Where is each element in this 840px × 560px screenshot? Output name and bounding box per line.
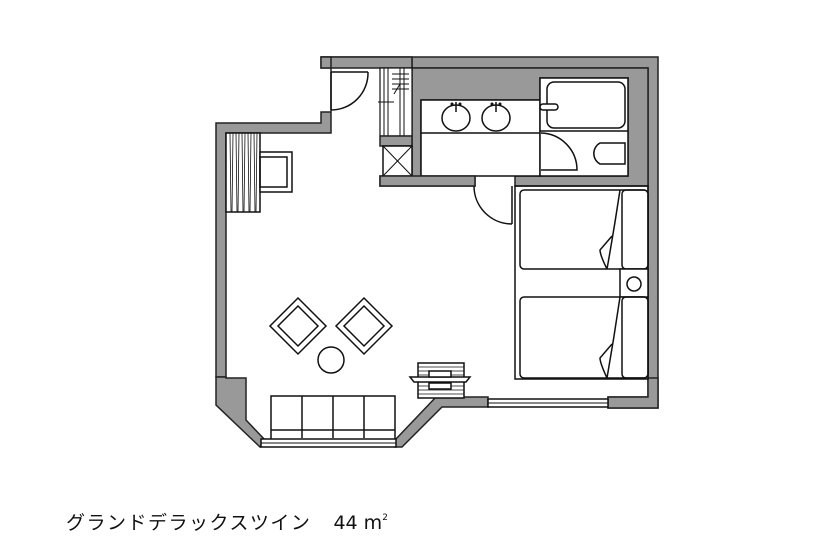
area-value: 44 [333, 512, 358, 534]
window-bottom [260, 438, 397, 448]
window-right-bottom [487, 398, 609, 408]
room-name: グランドデラックスツイン [66, 512, 312, 534]
toilet [593, 142, 626, 165]
vanity-double-sink [421, 102, 540, 134]
desk [225, 132, 261, 213]
nightstand-lamp [619, 268, 649, 298]
closet [378, 67, 413, 147]
room-area: 44 m2 [333, 512, 387, 534]
safe-box [379, 145, 476, 187]
bathroom-area [539, 77, 629, 177]
vanity-area [420, 99, 541, 177]
round-table [317, 346, 345, 374]
entrance-door[interactable] [330, 71, 369, 111]
sofa [270, 395, 396, 441]
room-caption: グランドデラックスツイン 44 m2 [66, 508, 388, 535]
tv-stand [408, 362, 472, 399]
corridor-door[interactable] [473, 185, 513, 225]
armchair-right [334, 296, 394, 356]
desk-chair [259, 151, 293, 193]
area-unit: m [363, 512, 383, 534]
bed-1 [519, 189, 649, 270]
area-unit-sup: 2 [382, 513, 388, 523]
bed-2 [519, 296, 649, 379]
bathroom-door[interactable] [540, 132, 578, 171]
bathtub [539, 81, 628, 132]
armchair-left [268, 296, 328, 356]
